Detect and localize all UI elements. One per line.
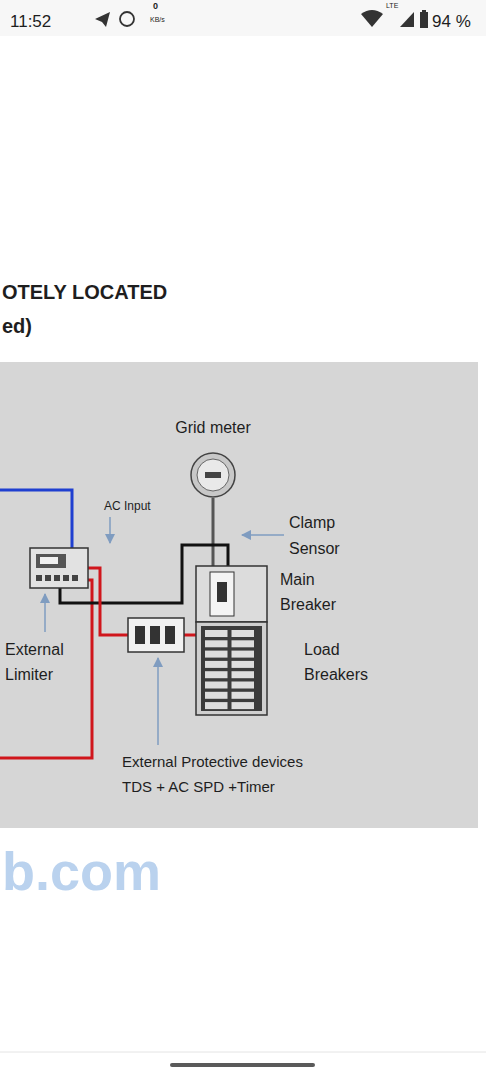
device-label: TDS + AC SPD +Timer xyxy=(122,775,275,798)
callout-arrow xyxy=(242,534,284,536)
signal-icon xyxy=(400,12,414,27)
external-limiter: External Limiter xyxy=(30,548,88,588)
status-speed: 0 xyxy=(153,2,158,12)
telegram-icon xyxy=(95,12,110,27)
status-unit: KB/s xyxy=(150,16,165,24)
callout-arrow xyxy=(44,594,46,632)
heading-fragment: ed) xyxy=(2,310,32,342)
meter-symbol xyxy=(190,452,236,498)
status-bar xyxy=(0,0,486,36)
callout-label: AC Input xyxy=(104,497,151,516)
red-wire xyxy=(0,580,92,758)
status-battery: 94 % xyxy=(432,8,471,35)
status-time: 11:52 xyxy=(10,8,51,35)
nav-pill xyxy=(170,1063,315,1067)
wire-connector xyxy=(212,498,215,566)
nav-divider xyxy=(0,1052,486,1053)
device-label: Main Breaker xyxy=(280,568,360,618)
device-label: Grid meter xyxy=(160,416,266,441)
limiter-symbol xyxy=(30,548,88,588)
diagram-ground xyxy=(0,362,478,828)
whatsapp-icon xyxy=(120,12,134,26)
battery-icon xyxy=(420,12,428,28)
battery-cap xyxy=(422,10,426,12)
wifi-icon xyxy=(361,10,383,27)
watermark: b.com xyxy=(2,842,161,901)
breaker-symbol xyxy=(196,566,267,622)
callout-arrow xyxy=(157,658,159,745)
grid-meter: Grid meter xyxy=(190,452,236,498)
blue-wire xyxy=(0,490,72,548)
wire-connector xyxy=(88,568,128,635)
callout-arrow xyxy=(109,517,111,543)
load-panel: Load Breakers xyxy=(196,622,267,715)
status-network: LTE xyxy=(386,2,398,10)
callout-label: Clamp Sensor xyxy=(289,510,369,561)
protect-symbol xyxy=(128,618,184,652)
device-label: Load Breakers xyxy=(304,638,394,688)
heading-fragment: OTELY LOCATED xyxy=(2,276,167,308)
wire-connector xyxy=(184,634,196,637)
panel-symbol xyxy=(196,622,267,715)
device-label: External Protective devices xyxy=(122,750,303,773)
protective-device: External Protective devicesTDS + AC SPD … xyxy=(128,618,184,652)
device-label: External Limiter xyxy=(5,638,85,688)
main-breaker: Main Breaker xyxy=(196,566,267,622)
